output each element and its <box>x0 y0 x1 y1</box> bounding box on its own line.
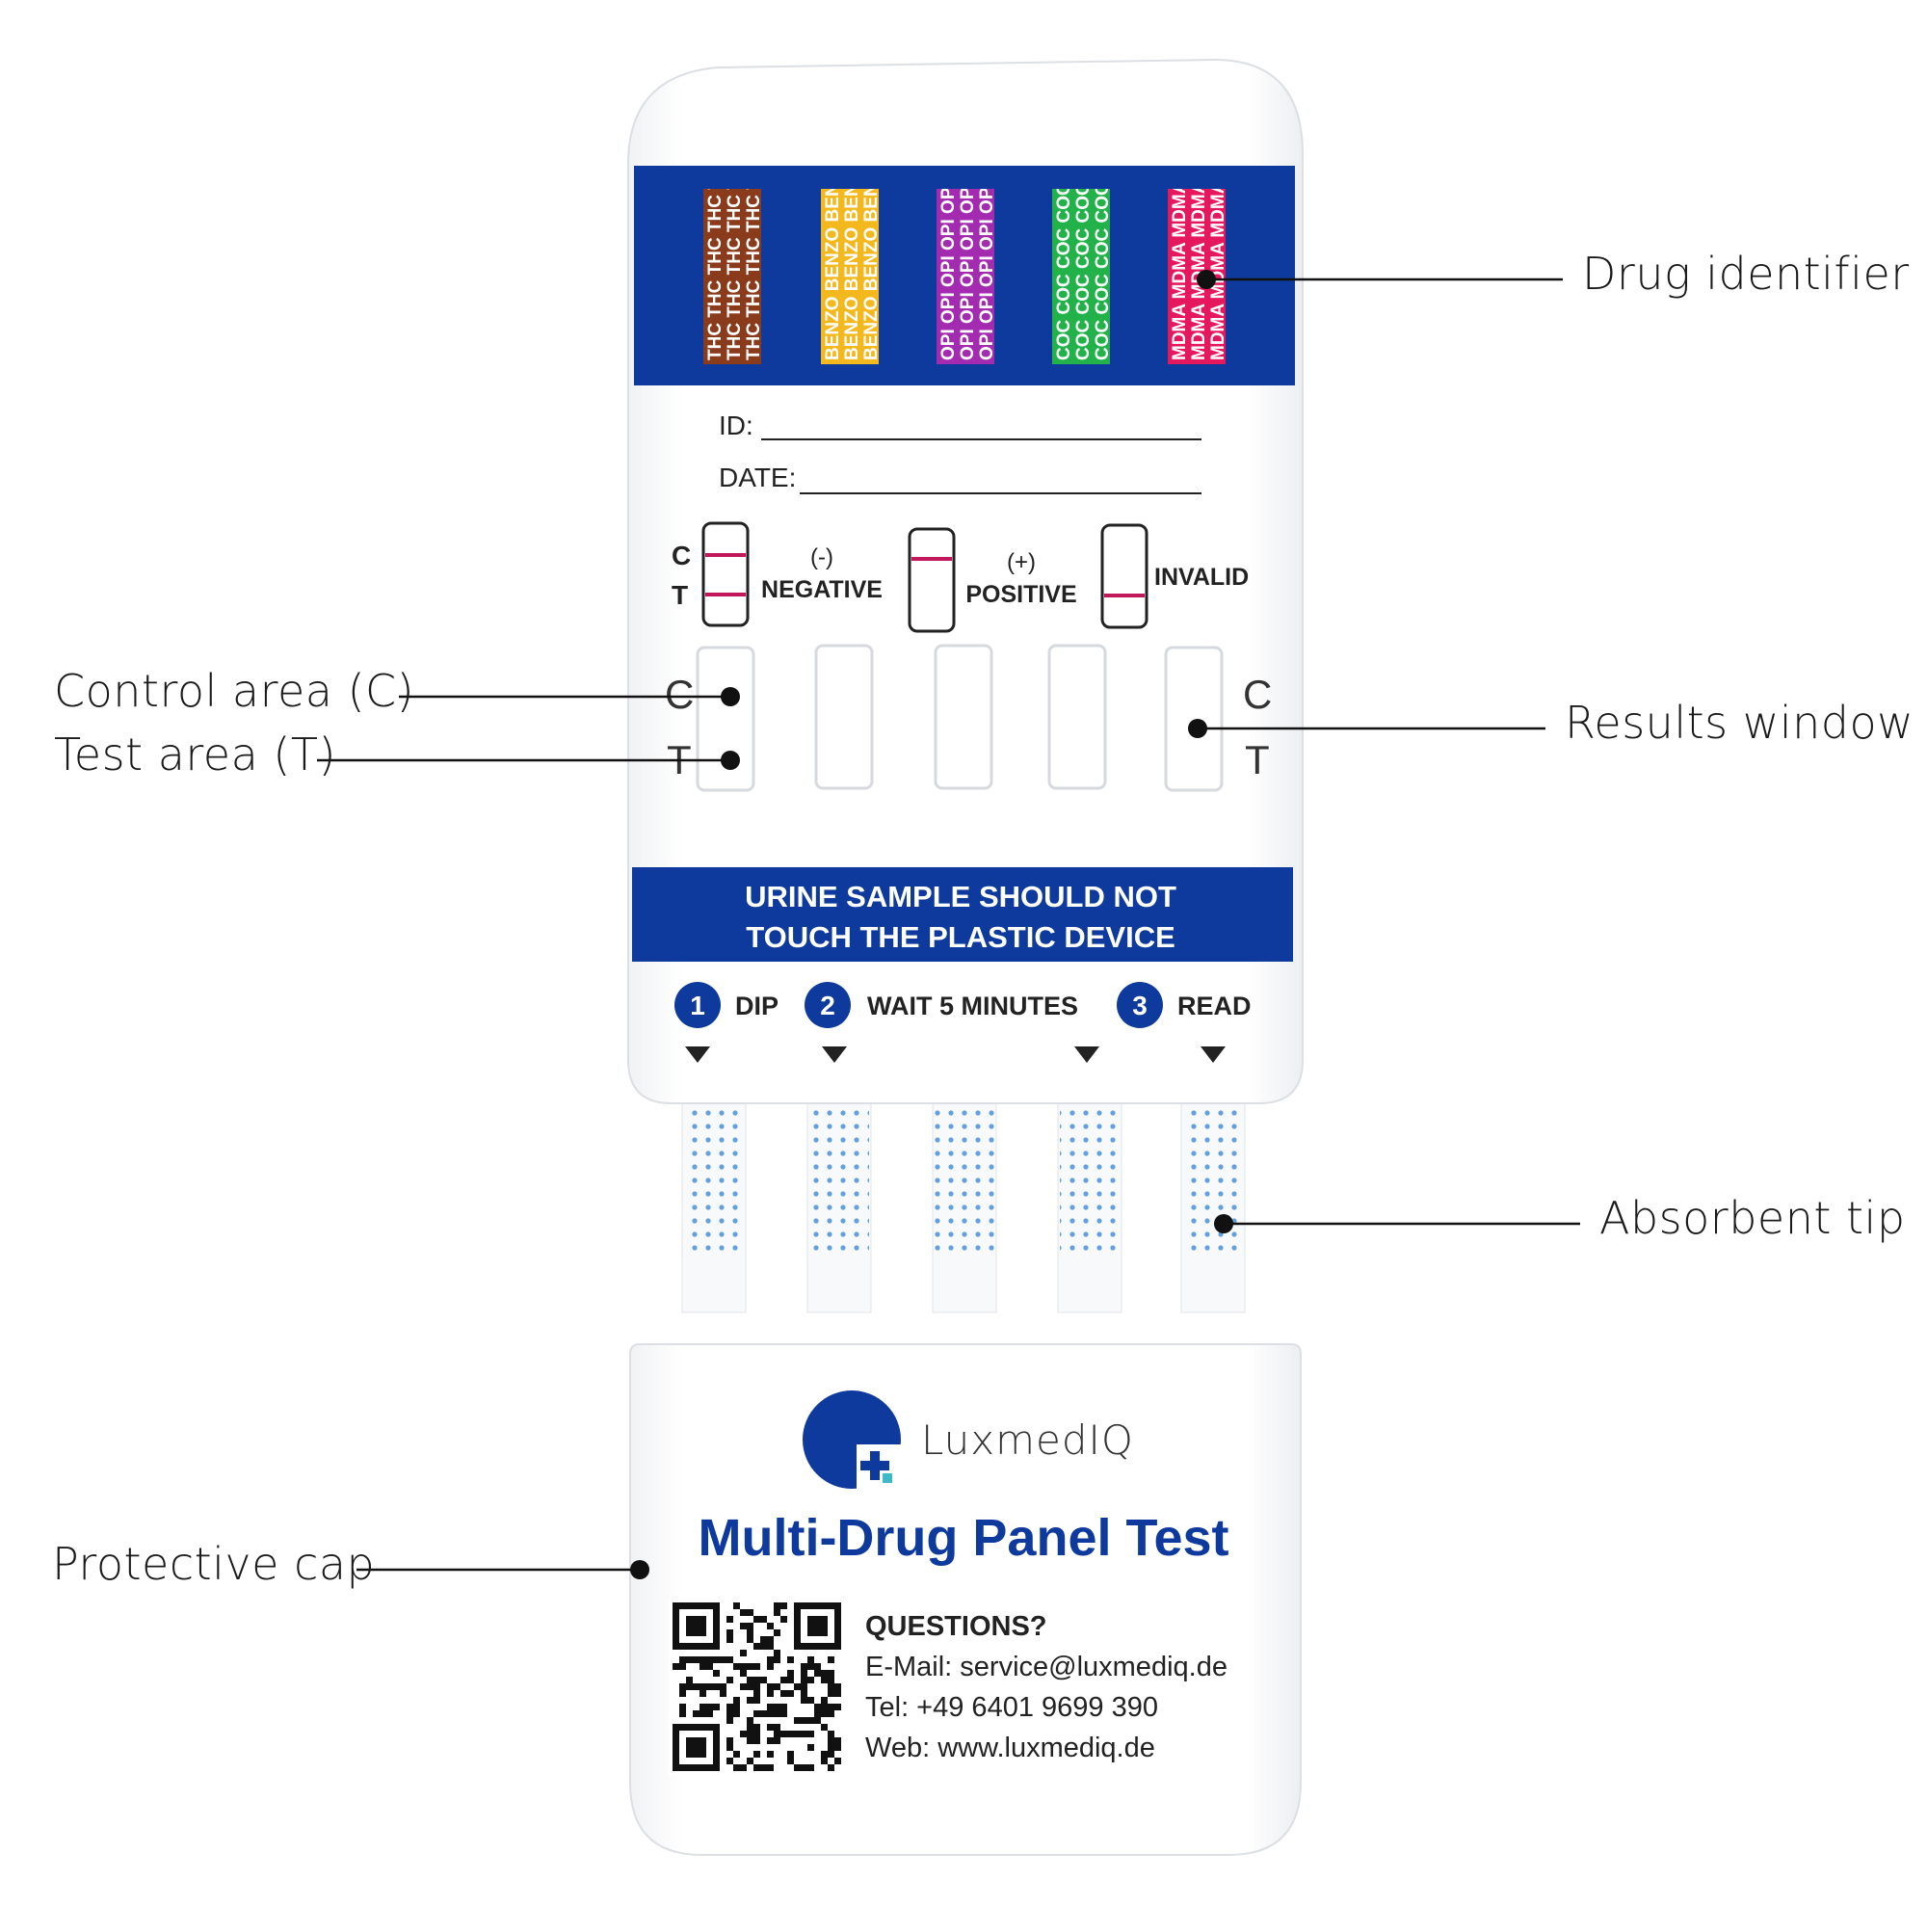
step-1-badge <box>674 982 721 1028</box>
drug-code-label: COC COC COC COC COC COC <box>1093 91 1113 360</box>
drug-code-label: THC THC THC THC THC THC <box>725 109 745 360</box>
result-window <box>1047 644 1107 790</box>
drug-code-label: BENZO BENZO BENZO BENZO BENZO BENZO <box>861 0 882 360</box>
arrow-down-icon <box>822 1046 847 1063</box>
window-t-mark-right: T <box>1245 737 1270 782</box>
result-window <box>1164 646 1224 792</box>
drug-code-label: BENZO BENZO BENZO BENZO BENZO BENZO <box>842 0 862 360</box>
drug-code-label: MDMA MDMA MDMA MDMA MDMA MDMA <box>1208 0 1228 360</box>
step-1-label: DIP <box>735 992 779 1020</box>
drug-code-label: OPI OPI OPI OPI OPI OPI <box>977 146 997 360</box>
absorbent-strip <box>681 1098 747 1313</box>
positive-example-window <box>908 527 956 633</box>
invalid-example-window <box>1100 523 1148 629</box>
drug-code-label: BENZO BENZO BENZO BENZO BENZO BENZO <box>823 0 843 360</box>
result-legend: C T (-) NEGATIVE (+) POSITIVE INVALID <box>672 521 1249 633</box>
negative-example-window <box>701 521 750 627</box>
brand-name: LuxmedIQ <box>921 1416 1134 1464</box>
drug-code-label: COC COC COC COC COC COC <box>1054 91 1074 360</box>
legend-c-label: C <box>672 541 691 570</box>
positive-sign: (+) <box>1007 549 1036 575</box>
arrow-down-icon <box>685 1046 710 1063</box>
warning-line-2: TOUCH THE PLASTIC DEVICE <box>746 920 1175 954</box>
questions-heading: QUESTIONS? <box>865 1611 1047 1642</box>
contact-tel: Tel: +49 6401 9699 390 <box>865 1692 1158 1723</box>
callout-results-window: Results window <box>1565 697 1914 749</box>
arrow-down-icon <box>1074 1046 1099 1063</box>
result-windows <box>696 644 1224 792</box>
arrow-down-icon <box>1201 1046 1226 1063</box>
brand-logo <box>803 1390 901 1489</box>
callout-control-area: Control area (C) <box>54 665 415 717</box>
product-title: Multi-Drug Panel Test <box>698 1509 1228 1567</box>
step-3-number: 3 <box>1132 991 1148 1020</box>
callout-absorbent-tip: Absorbent tip <box>1599 1192 1906 1244</box>
step-2-label: WAIT 5 MINUTES <box>867 992 1078 1020</box>
step-3-badge <box>1117 982 1163 1028</box>
contact-email: E-Mail: service@luxmediq.de <box>865 1652 1227 1682</box>
result-window <box>934 644 993 790</box>
callout-leaders <box>317 270 1580 1579</box>
warning-line-1: URINE SAMPLE SHOULD NOT <box>745 880 1176 913</box>
date-label: DATE: <box>719 463 796 492</box>
callout-protective-cap: Protective cap <box>52 1538 376 1590</box>
absorbent-strip <box>806 1098 872 1313</box>
invalid-label: INVALID <box>1154 564 1249 591</box>
absorbent-strip <box>1057 1098 1122 1313</box>
drug-code-label: THC THC THC THC THC THC <box>705 109 726 360</box>
negative-sign: (-) <box>810 544 833 570</box>
step-2-number: 2 <box>820 991 835 1020</box>
result-window <box>814 644 874 790</box>
contact-web: Web: www.luxmediq.de <box>865 1733 1155 1763</box>
drug-code-label: COC COC COC COC COC COC <box>1073 91 1094 360</box>
result-window <box>696 646 755 792</box>
warning-band <box>632 867 1293 962</box>
absorbent-strips <box>681 1098 1246 1313</box>
steps: 1 DIP 2 WAIT 5 MINUTES 3 READ <box>674 982 1252 1063</box>
absorbent-strip <box>932 1098 997 1313</box>
drug-code-label: OPI OPI OPI OPI OPI OPI <box>938 146 959 360</box>
step-2-badge <box>805 982 851 1028</box>
drug-code-label: MDMA MDMA MDMA MDMA MDMA MDMA <box>1170 0 1190 360</box>
legend-t-label: T <box>672 580 688 610</box>
callout-drug-identifier: Drug identifier <box>1582 248 1910 300</box>
step-3-label: READ <box>1177 992 1252 1020</box>
callout-test-area: Test area (T) <box>54 728 336 781</box>
negative-label: NEGATIVE <box>761 576 883 603</box>
drug-code-label: THC THC THC THC THC THC <box>744 109 764 360</box>
positive-label: POSITIVE <box>965 581 1076 608</box>
id-label: ID: <box>719 410 753 440</box>
absorbent-strip <box>1180 1098 1246 1313</box>
step-1-number: 1 <box>690 991 705 1020</box>
window-c-mark-right: C <box>1243 672 1272 717</box>
drug-code-label: OPI OPI OPI OPI OPI OPI <box>958 146 978 360</box>
window-c-mark-left: C <box>665 672 694 717</box>
drug-chip-benzo: BENZO BENZO BENZO BENZO BENZO BENZOBENZO… <box>821 0 882 364</box>
qr-code <box>669 1599 845 1775</box>
